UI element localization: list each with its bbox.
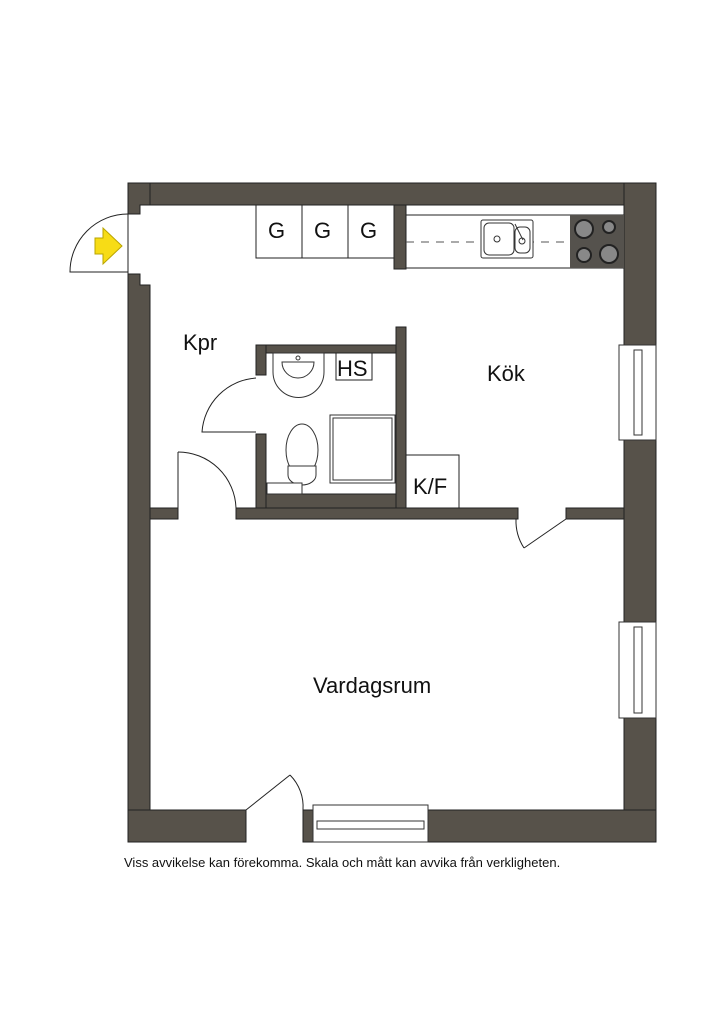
- window-living-bottom: [312, 804, 429, 843]
- sink-icon: [480, 219, 534, 259]
- hall-door[interactable]: [177, 451, 237, 519]
- linen-cabinet: [335, 352, 373, 381]
- room-label-hall: Kpr: [183, 330, 217, 355]
- entry-arrow-icon: [94, 226, 123, 266]
- window-living-right: [618, 621, 657, 719]
- toilet-icon: [266, 423, 319, 495]
- wardrobe-label: G: [360, 218, 377, 243]
- fridge-freezer: [405, 454, 460, 509]
- kitchen-counter: [405, 214, 625, 269]
- room-label-living: Vardagsrum: [313, 673, 431, 698]
- wardrobes: [255, 204, 395, 259]
- room-label-kitchen: Kök: [487, 361, 526, 386]
- walls: [127, 182, 657, 843]
- fridge-freezer-label: K/F: [413, 474, 447, 499]
- disclaimer-text: Viss avvikelse kan förekomma. Skala och …: [124, 855, 561, 870]
- shower-icon: [329, 414, 396, 484]
- entrance-door[interactable]: [69, 213, 129, 274]
- wardrobe-label: G: [268, 218, 285, 243]
- washbasin-icon: [272, 352, 325, 398]
- window-kitchen: [618, 344, 657, 441]
- wardrobe-label: G: [314, 218, 331, 243]
- stove-icon: [570, 215, 624, 268]
- balcony-door[interactable]: [245, 774, 304, 842]
- kitchen-door[interactable]: [515, 518, 567, 549]
- bathroom-door[interactable]: [201, 377, 257, 433]
- linen-cabinet-label: HS: [337, 356, 368, 381]
